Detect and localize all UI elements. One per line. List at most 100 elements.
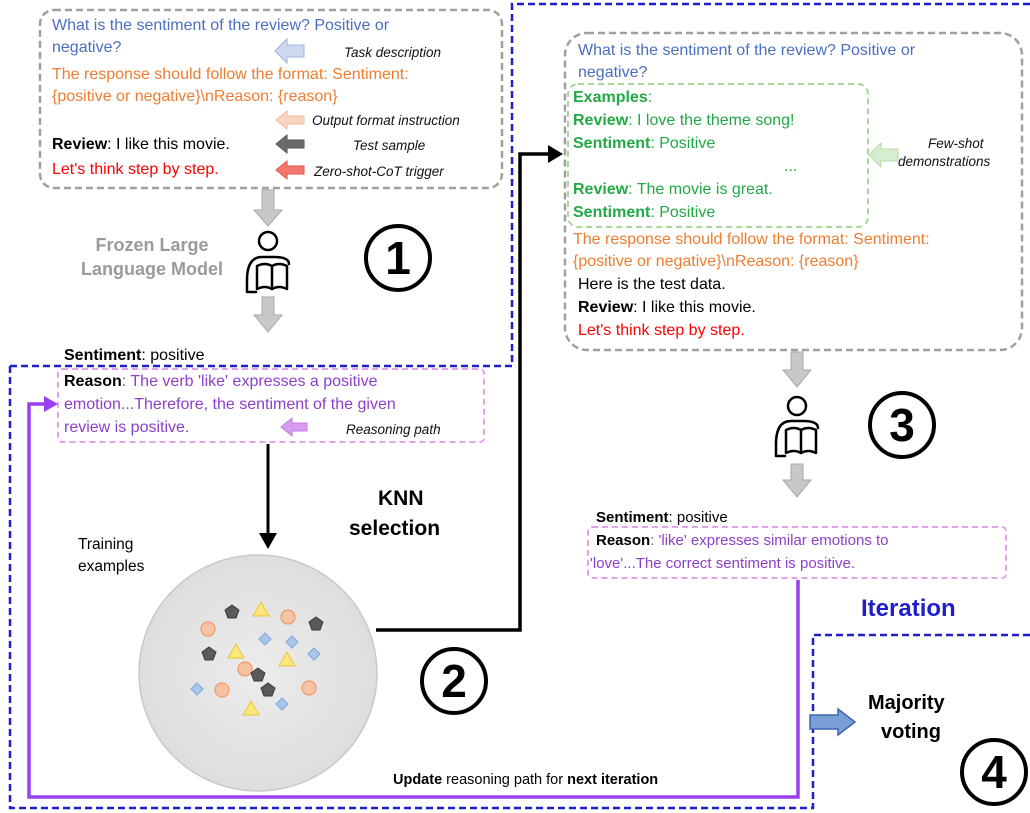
ex1-review-label: Review bbox=[573, 112, 629, 129]
o3-sentiment-label: Sentiment bbox=[596, 509, 669, 526]
region-border-top bbox=[10, 2, 1030, 368]
p3-task-line1: What is the sentiment of the review? Pos… bbox=[578, 42, 916, 59]
update-mid: reasoning path for bbox=[442, 772, 568, 788]
knn-label-line1: KNN bbox=[378, 487, 424, 510]
output1-sentiment: Sentiment: positive bbox=[64, 345, 204, 367]
p3-ex1-sentiment: Sentiment: Positive bbox=[573, 133, 715, 155]
llm-label-line2: Language Model bbox=[80, 259, 223, 279]
p3-ex2-sentiment: Sentiment: Positive bbox=[573, 202, 715, 224]
point-pentagon bbox=[308, 616, 324, 631]
step-3-badge: 3 bbox=[868, 391, 936, 459]
arrow-to-voting bbox=[809, 707, 857, 737]
llm-label-line1: Frozen Large bbox=[95, 235, 209, 255]
reason-label: Reason bbox=[64, 373, 122, 390]
p3-ex1-review: Review: I love the theme song! bbox=[573, 110, 794, 132]
p3-cot-trigger: Let's think step by step. bbox=[578, 322, 745, 339]
arrow-cot-trigger bbox=[275, 159, 305, 181]
format-instruction-line1: The response should follow the format: S… bbox=[52, 66, 409, 83]
reason-text: : The verb 'like' expresses a positive bbox=[121, 373, 378, 390]
p3-review-label: Review bbox=[578, 299, 634, 316]
p3-format-line2: {positive or negative}\nReason: {reason} bbox=[573, 253, 859, 270]
p3-format-line1: The response should follow the format: S… bbox=[573, 231, 930, 248]
arrow-few-shot bbox=[868, 141, 899, 169]
training-points bbox=[190, 600, 324, 716]
output3-reason-line1: Reason: 'like' expresses similar emotion… bbox=[596, 530, 889, 552]
arrow-output-format bbox=[275, 109, 305, 131]
knn-label-line2: selection bbox=[349, 517, 441, 540]
point-triangle bbox=[278, 650, 296, 667]
o3-reason-text: : 'like' expresses similar emotions to bbox=[650, 532, 889, 549]
prompt-box-1 bbox=[38, 8, 504, 190]
step-2-badge: 2 bbox=[420, 647, 488, 715]
next-iteration-bold: next iteration bbox=[567, 772, 659, 788]
p3-ellipsis: ... bbox=[784, 158, 798, 175]
label-test-sample: Test sample bbox=[353, 138, 426, 153]
prompt-box-3 bbox=[563, 31, 1024, 352]
ex2-sent-label: Sentiment bbox=[573, 204, 651, 221]
label-few-shot-line2: demonstrations bbox=[898, 154, 991, 169]
training-label-line2: examples bbox=[78, 558, 145, 575]
task-description-line2: negative? bbox=[52, 39, 122, 56]
review-text: : I like this movie. bbox=[107, 136, 230, 153]
arrow-out-llm-3 bbox=[781, 463, 813, 498]
examples-colon: : bbox=[647, 89, 653, 106]
output3-reason-line2: 'love'...The correct sentiment is positi… bbox=[590, 555, 855, 572]
p3-test-review: Review: I like this movie. bbox=[578, 297, 756, 319]
point-triangle bbox=[242, 699, 260, 716]
llm-icon-1 bbox=[245, 230, 291, 294]
region-border-step2 bbox=[8, 366, 1030, 810]
update-caption: Update reasoning path for next iteration bbox=[393, 769, 658, 791]
arrow-into-llm-3 bbox=[781, 351, 813, 388]
ex2-review-label: Review bbox=[573, 181, 629, 198]
region-borders bbox=[8, 2, 1030, 810]
point-circle bbox=[301, 680, 317, 696]
point-diamond bbox=[307, 647, 321, 661]
label-task-description: Task description bbox=[344, 45, 442, 60]
arrow-test-sample bbox=[275, 133, 305, 155]
label-arrows-1 bbox=[274, 37, 305, 181]
sentiment-label: Sentiment bbox=[64, 347, 142, 364]
point-pentagon bbox=[260, 682, 276, 697]
point-pentagon bbox=[250, 667, 266, 682]
point-diamond bbox=[190, 682, 204, 696]
point-pentagon bbox=[224, 604, 240, 619]
arrow-into-llm-1 bbox=[252, 189, 284, 227]
point-circle bbox=[280, 609, 296, 625]
ex1-sent-label: Sentiment bbox=[573, 135, 651, 152]
black-arrows bbox=[259, 145, 563, 632]
point-triangle bbox=[252, 600, 270, 617]
arrow-reasoning-path bbox=[280, 416, 308, 438]
step-1-badge: 1 bbox=[364, 224, 432, 292]
voting-label-line1: Majority bbox=[868, 692, 945, 714]
output1-reason-line2: emotion...Therefore, the sentiment of th… bbox=[64, 396, 396, 413]
point-circle bbox=[214, 682, 230, 698]
feedback-line bbox=[27, 402, 800, 799]
ex1-sent-text: : Positive bbox=[650, 135, 716, 152]
llm-flow-arrows bbox=[252, 189, 813, 498]
test-sample: Review: I like this movie. bbox=[52, 134, 230, 156]
format-instruction-line2: {positive or negative}\nReason: {reason} bbox=[52, 88, 338, 105]
p3-task-line2: negative? bbox=[578, 64, 648, 81]
point-pentagon bbox=[201, 646, 217, 661]
p3-examples-heading: Examples: bbox=[573, 87, 652, 109]
output1-reason-line1: Reason: The verb 'like' expresses a posi… bbox=[64, 371, 378, 393]
label-output-format: Output format instruction bbox=[312, 113, 460, 128]
point-diamond bbox=[285, 635, 299, 649]
cot-trigger: Let's think step by step. bbox=[52, 161, 219, 178]
iteration-label: Iteration bbox=[861, 595, 956, 622]
reasoning-box-3 bbox=[587, 526, 1007, 579]
p3-test-intro: Here is the test data. bbox=[578, 276, 726, 293]
label-cot-trigger: Zero-shot-CoT trigger bbox=[314, 164, 444, 179]
o3-reason-label: Reason bbox=[596, 532, 651, 549]
ex1-review-text: : I love the theme song! bbox=[628, 112, 795, 129]
step-4-badge: 4 bbox=[960, 738, 1028, 806]
p3-review-text: : I like this movie. bbox=[633, 299, 756, 316]
sentiment-value: : positive bbox=[141, 347, 205, 364]
point-circle bbox=[237, 661, 253, 677]
arrow-task-description bbox=[274, 37, 305, 65]
point-diamond bbox=[258, 632, 272, 646]
task-description-line1: What is the sentiment of the review? Pos… bbox=[52, 17, 390, 34]
review-label: Review bbox=[52, 136, 108, 153]
